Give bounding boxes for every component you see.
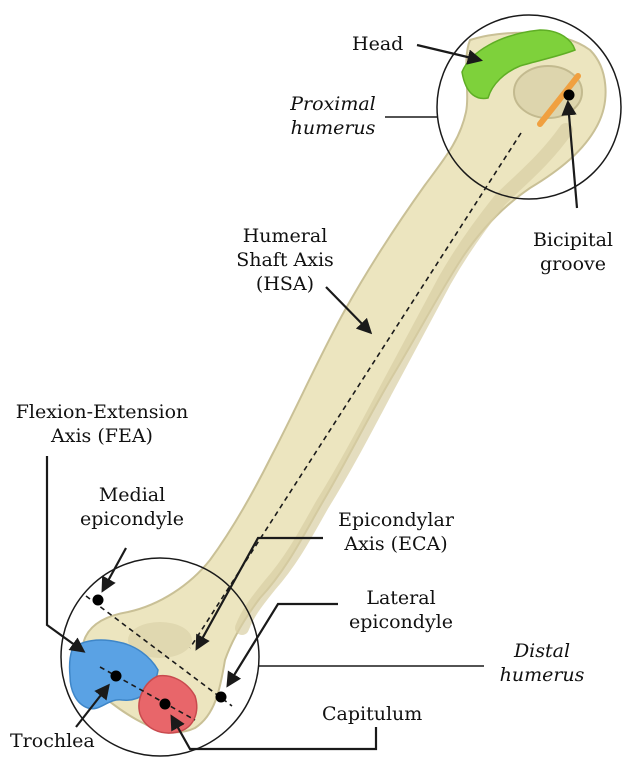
medial-epicondyle-arrow bbox=[103, 548, 126, 590]
label-proximal-humerus-line2: humerus bbox=[283, 116, 383, 140]
label-hsa-line3: (HSA) bbox=[225, 272, 345, 296]
lateral-epicondyle-dot bbox=[216, 692, 227, 703]
label-flexion-extension-axis: Flexion-Extension Axis (FEA) bbox=[4, 400, 200, 448]
trochlea-dot bbox=[111, 671, 122, 682]
label-hsa-line2: Shaft Axis bbox=[225, 248, 345, 272]
label-trochlea: Trochlea bbox=[10, 729, 95, 753]
label-fea-line1: Flexion-Extension bbox=[4, 400, 200, 424]
label-lateral-line1: Lateral bbox=[340, 586, 462, 610]
capitulum-dot bbox=[160, 699, 171, 710]
medial-epicondyle-dot bbox=[93, 595, 104, 606]
label-eca-line2: Axis (ECA) bbox=[330, 532, 462, 556]
label-lateral-line2: epicondyle bbox=[340, 610, 462, 634]
label-distal-line1: Distal bbox=[490, 639, 594, 663]
label-head: Head bbox=[352, 32, 403, 56]
label-medial-line1: Medial bbox=[72, 483, 192, 507]
label-proximal-humerus: Proximal humerus bbox=[283, 92, 383, 140]
label-proximal-humerus-line1: Proximal bbox=[283, 92, 383, 116]
label-distal-line2: humerus bbox=[490, 663, 594, 687]
label-lateral-epicondyle: Lateral epicondyle bbox=[340, 586, 462, 634]
label-medial-line2: epicondyle bbox=[72, 507, 192, 531]
label-fea-line2: Axis (FEA) bbox=[4, 424, 200, 448]
label-humeral-shaft-axis: Humeral Shaft Axis (HSA) bbox=[225, 224, 345, 296]
label-hsa-line1: Humeral bbox=[225, 224, 345, 248]
label-bicipital-line1: Bicipital bbox=[528, 228, 618, 252]
label-bicipital-groove: Bicipital groove bbox=[528, 228, 618, 276]
label-eca-line1: Epicondylar bbox=[330, 508, 462, 532]
label-capitulum: Capitulum bbox=[322, 702, 422, 726]
label-medial-epicondyle: Medial epicondyle bbox=[72, 483, 192, 531]
label-distal-humerus: Distal humerus bbox=[490, 639, 594, 687]
bicipital-groove-dot bbox=[564, 90, 575, 101]
label-bicipital-line2: groove bbox=[528, 252, 618, 276]
label-epicondylar-axis: Epicondylar Axis (ECA) bbox=[330, 508, 462, 556]
